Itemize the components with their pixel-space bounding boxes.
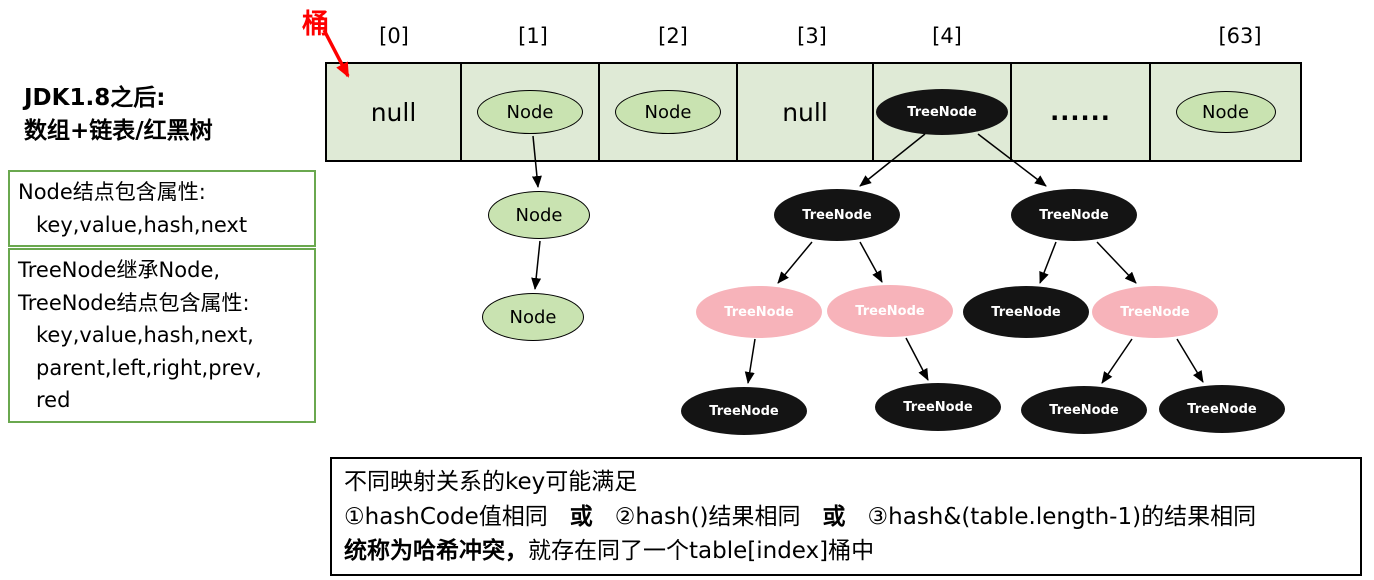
note-or-2: 或 — [822, 503, 846, 530]
array-index-1: [1] — [518, 24, 548, 48]
array-cell-3: null — [738, 64, 874, 160]
treenode-l3-2: TreeNode — [875, 383, 1001, 431]
array-cell-4: TreeNode — [874, 64, 1012, 160]
array-cell-2: Node — [600, 64, 738, 160]
note-line3: 统称为哈希冲突，就存在同了一个table[index]桶中 — [344, 534, 1348, 569]
tree-edge-r-rr — [1096, 241, 1137, 284]
node-box-line1: Node结点包含属性: — [18, 180, 206, 204]
tree-edge-l-ll — [777, 241, 813, 284]
treenode-box-line4: parent,left,right,prev, — [36, 355, 262, 380]
note-or-1: 或 — [569, 503, 593, 530]
treenode-box-line1: TreeNode继承Node, — [18, 258, 221, 282]
cell-4-treenode-ellipse: TreeNode — [876, 89, 1008, 135]
cell-1-node-ellipse: Node — [477, 90, 583, 134]
array-cell-63: Node — [1151, 64, 1300, 160]
array-cell-5: ...... — [1012, 64, 1151, 160]
bucket-label: 桶 — [302, 9, 329, 40]
tree-edge-r-rl — [1039, 241, 1057, 284]
treenode-box-line3: key,value,hash,next, — [36, 323, 254, 348]
treenode-box-line2: TreeNode结点包含属性: — [18, 290, 250, 315]
note-line1: 不同映射关系的key可能满足 — [344, 469, 638, 495]
linked-list-node-2: Node — [482, 293, 584, 341]
jdk-title-line2: 数组+链表/红黑树 — [24, 118, 213, 145]
array-cell-1: Node — [462, 64, 600, 160]
array-index-63: [63] — [1218, 24, 1262, 48]
cell-2-node-ellipse: Node — [615, 90, 721, 134]
treenode-l2-1-red: TreeNode — [696, 286, 822, 338]
array-index-0: [0] — [379, 24, 409, 48]
jdk-title-line1: JDK1.8之后: — [24, 85, 166, 111]
array-index-4: [4] — [932, 24, 962, 48]
tree-edge-rr-leaf-left — [1101, 338, 1133, 384]
treenode-l3-1: TreeNode — [681, 387, 807, 435]
tree-edge-ll-leaf — [744, 338, 756, 384]
treenode-l3-3: TreeNode — [1021, 386, 1147, 434]
bucket-array: null Node Node null TreeNode ...... Node — [325, 62, 1302, 162]
cell-63-node-ellipse: Node — [1175, 91, 1276, 133]
treenode-properties-box: TreeNode继承Node, TreeNode结点包含属性: key,valu… — [8, 248, 316, 423]
tree-edge-rr-leaf-right — [1176, 338, 1204, 383]
note-line3-bold: 统称为哈希冲突， — [344, 538, 528, 564]
list-arrow-2 — [531, 240, 542, 290]
note-condition-1: ①hashCode值相同 — [344, 503, 548, 530]
node-box-line2: key,value,hash,next — [36, 212, 248, 237]
jdk-title: JDK1.8之后: 数组+链表/红黑树 — [24, 82, 213, 149]
array-index-3: [3] — [797, 24, 827, 48]
tree-edge-l-lr — [859, 241, 883, 283]
note-line3-rest: 就存在同了一个table[index]桶中 — [528, 538, 875, 564]
note-condition-3: ③hash&(table.length-1)的结果相同 — [867, 503, 1257, 530]
linked-list-node-1: Node — [488, 191, 590, 239]
note-condition-2: ②hash()结果相同 — [614, 503, 801, 530]
array-index-2: [2] — [658, 24, 688, 48]
cell-5-ellipsis-text: ...... — [1050, 98, 1111, 126]
tree-edge-lr-leaf — [905, 337, 929, 381]
node-properties-box: Node结点包含属性: key,value,hash,next — [8, 170, 316, 248]
treenode-box-line5: red — [36, 388, 71, 413]
treenode-l3-4: TreeNode — [1159, 385, 1285, 433]
treenode-l1-right: TreeNode — [1011, 189, 1137, 241]
treenode-l2-4-red: TreeNode — [1092, 286, 1218, 338]
cell-0-null-text: null — [370, 97, 417, 127]
treenode-l2-2-red: TreeNode — [827, 285, 953, 337]
treenode-l2-3-black: TreeNode — [963, 286, 1089, 338]
cell-3-null-text: null — [782, 97, 828, 127]
treenode-l1-left: TreeNode — [774, 189, 900, 241]
array-cell-0: null — [327, 64, 462, 160]
